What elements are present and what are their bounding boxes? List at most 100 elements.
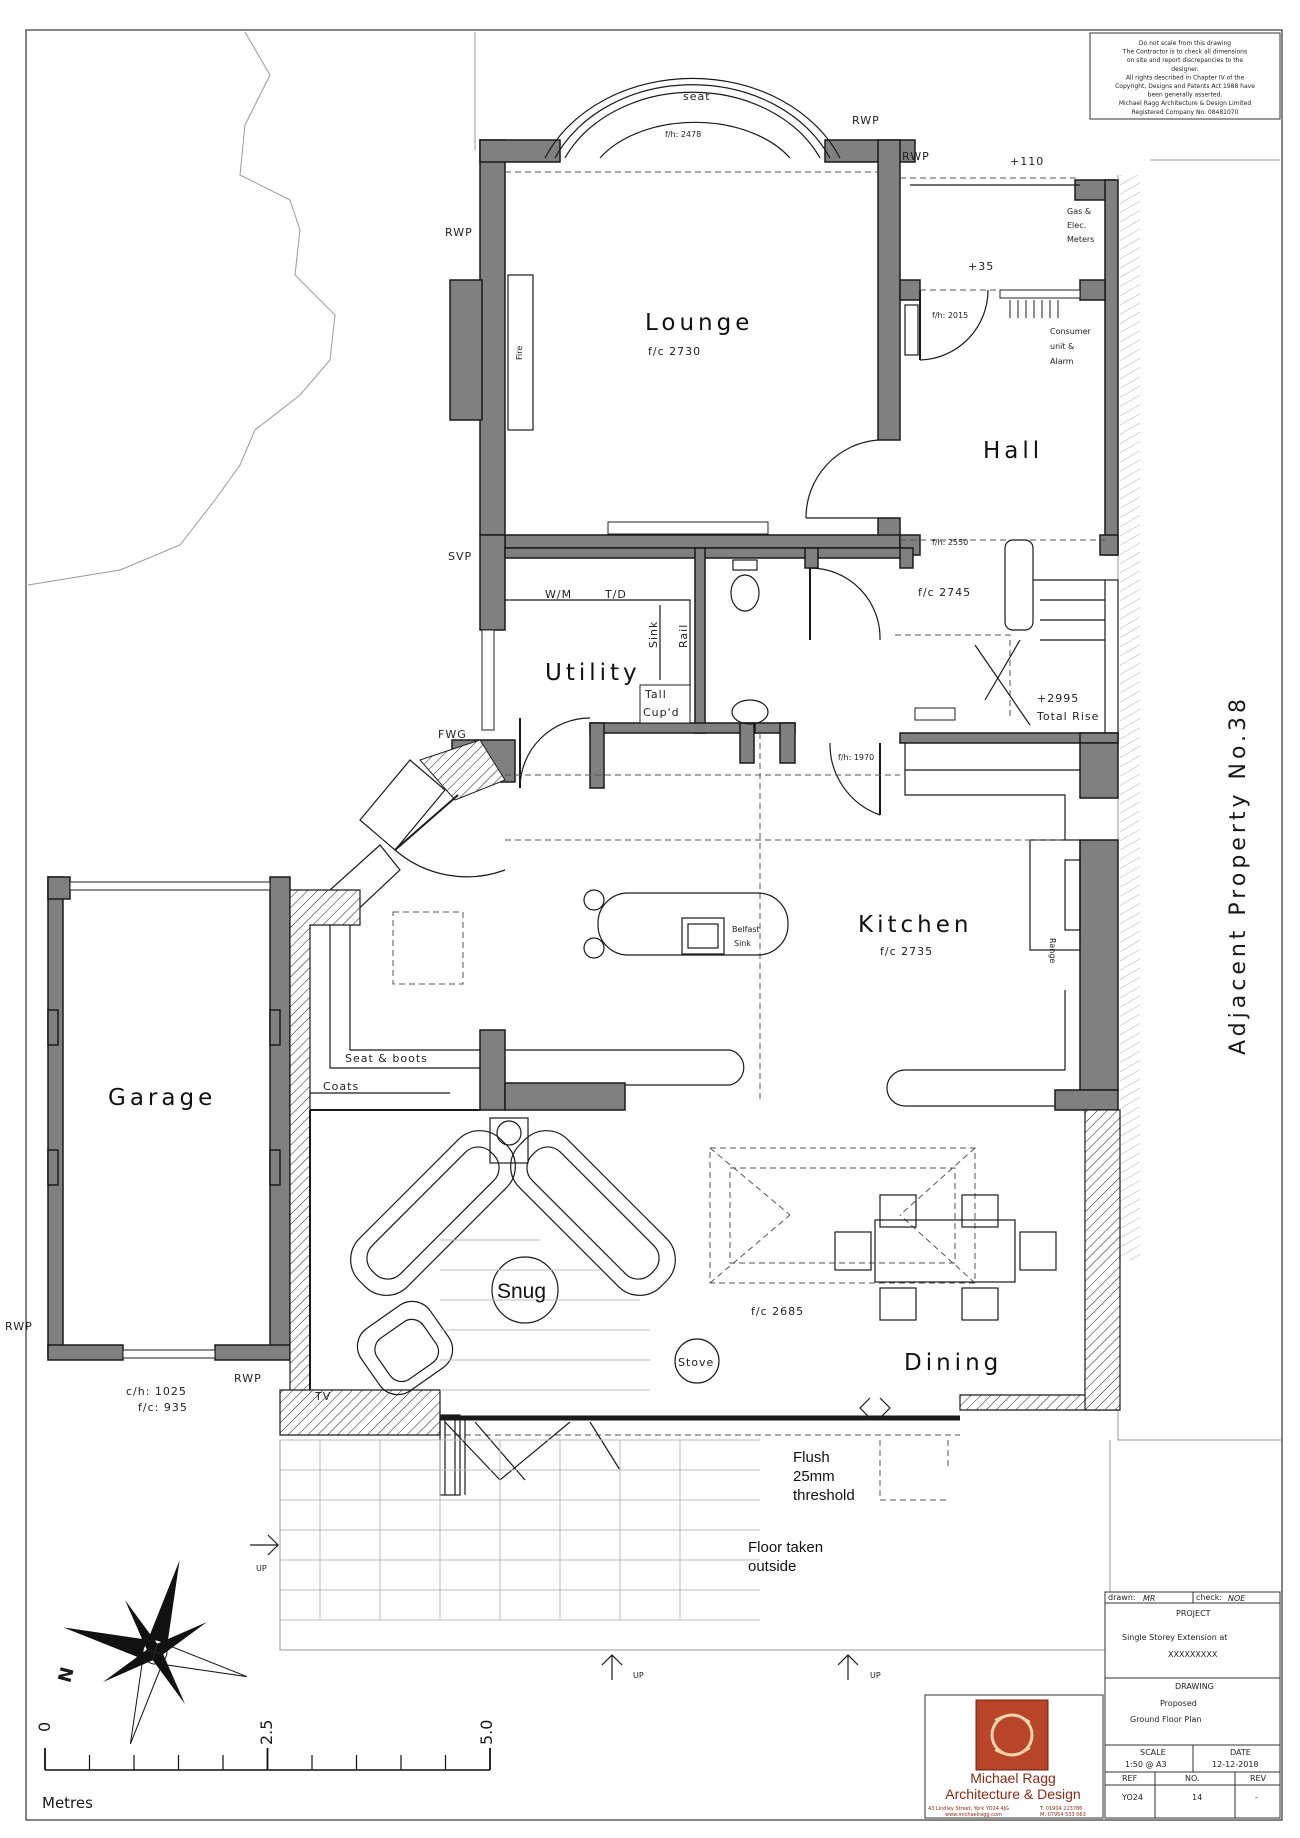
drawing-title-1: Proposed xyxy=(1160,1699,1197,1708)
no-label: NO. xyxy=(1185,1774,1200,1783)
firm-logo-icon xyxy=(975,1699,1049,1771)
garage-ch: c/h: 1025 xyxy=(126,1385,187,1398)
coats-label: Coats xyxy=(323,1080,359,1093)
td-label: T/D xyxy=(604,588,627,601)
disclaimer-line: Do not scale from this drawing xyxy=(1139,40,1231,47)
kitchen-dashed-feature xyxy=(392,911,464,985)
stove-label: Stove xyxy=(678,1356,714,1369)
scale-unit: Metres xyxy=(42,1794,93,1812)
patio-boundary xyxy=(279,1440,1111,1651)
drawing-title-2: Ground Floor Plan xyxy=(1130,1715,1201,1724)
rwp-front: RWP xyxy=(902,150,930,163)
flush-l3: threshold xyxy=(793,1487,855,1504)
seat-boots-label: Seat & boots xyxy=(345,1052,428,1065)
room-utility: Utility xyxy=(545,660,641,686)
drawing-label: DRAWING xyxy=(1175,1682,1214,1691)
snug-sofa-right xyxy=(510,1130,676,1296)
kitchen-island[interactable] xyxy=(583,889,789,959)
ref-value: YO24 xyxy=(1121,1793,1143,1802)
belfast-sink xyxy=(681,917,725,955)
firm-tel: T: 01904 223786 xyxy=(1039,1806,1082,1812)
check-label: check: xyxy=(1196,1593,1222,1602)
scale-bar: 0 2.5 5.0 Metres xyxy=(35,1720,496,1812)
stove xyxy=(674,1338,720,1384)
ref-label: REF xyxy=(1122,1774,1138,1783)
utility-worktops xyxy=(505,599,691,724)
project-label: PROJECT xyxy=(1176,1609,1211,1618)
rise-value: +2995 xyxy=(1037,692,1079,705)
rwp-left: RWP xyxy=(445,226,473,239)
scale-2-5: 2.5 xyxy=(257,1720,276,1745)
firm-address: 43 Lindley Street, York YO24 4JG xyxy=(928,1806,1009,1812)
tall-label: Tall xyxy=(644,688,667,701)
firm-name-2: Architecture & Design xyxy=(945,1786,1080,1802)
garage-walls xyxy=(47,876,291,1361)
boot-bench xyxy=(310,925,480,1094)
scale-0: 0 xyxy=(35,1722,54,1732)
adjacent-property-label: Adjacent Property No.38 xyxy=(1226,695,1251,1055)
hall-door-head: f/h: 2015 xyxy=(932,311,968,320)
fire-label: Fire xyxy=(515,346,524,360)
tv-label: TV xyxy=(314,1390,331,1403)
flush-l1: Flush xyxy=(793,1449,830,1466)
up-mid: UP xyxy=(633,1671,644,1680)
title-block xyxy=(1104,1591,1281,1819)
firm-mob: M: 07954 533 063 xyxy=(1040,1812,1086,1818)
date-label: DATE xyxy=(1230,1748,1251,1757)
central-walls xyxy=(479,534,1119,789)
bifold-doors[interactable] xyxy=(439,1397,960,1501)
scale-label: SCALE xyxy=(1140,1748,1166,1757)
hall-door-swing xyxy=(919,289,989,361)
project-address: XXXXXXXXX xyxy=(1168,1650,1218,1659)
extension-walls xyxy=(279,889,1121,1436)
date-value: 12-12-2018 xyxy=(1212,1760,1259,1769)
meters-l3: Meters xyxy=(1067,235,1094,244)
firm-name-1: Michael Ragg xyxy=(970,1770,1056,1786)
lounge-radiator xyxy=(607,521,769,535)
lounge-walls xyxy=(449,139,916,549)
angled-entrance xyxy=(329,739,506,916)
room-hall: Hall xyxy=(983,438,1043,464)
drawn-label: drawn: xyxy=(1108,1593,1136,1602)
bay-seat-label: seat xyxy=(683,90,711,103)
rev-label: REV xyxy=(1250,1774,1267,1783)
room-dining: Dining xyxy=(904,1350,1002,1376)
sink-label: Sink xyxy=(647,621,660,648)
north-arrow-icon xyxy=(63,1560,247,1744)
wc-basin xyxy=(731,699,769,725)
dining-ceiling: f/c 2685 xyxy=(751,1305,804,1318)
kitchen-door-head: f/h: 1970 xyxy=(838,753,874,762)
floor-l2: outside xyxy=(748,1558,796,1575)
bay-head: f/h: 2478 xyxy=(665,130,701,139)
disclaimer-line: The Contractor is to check all dimension… xyxy=(1122,49,1247,56)
level-110: +110 xyxy=(1010,155,1044,168)
disclaimer-line: on site and report discrepancies to the xyxy=(1127,57,1244,64)
belfast-l1: Belfast xyxy=(732,925,760,934)
roof-lantern xyxy=(709,1147,976,1284)
scale-value: 1:50 @ A3 xyxy=(1125,1760,1167,1769)
scale-5-0: 5.0 xyxy=(477,1720,496,1745)
kitchen-ceiling: f/c 2735 xyxy=(880,945,933,958)
site-boundary-outline xyxy=(27,31,336,586)
landing-ceiling: f/c 2745 xyxy=(918,586,971,599)
fwg-label: FWG xyxy=(438,728,467,741)
disclaimer-line: Copyright, Designs and Patents Act 1988 … xyxy=(1115,83,1255,90)
room-garage: Garage xyxy=(108,1085,216,1111)
room-kitchen: Kitchen xyxy=(858,912,972,938)
up-right: UP xyxy=(870,1671,881,1680)
consumer-l3: Alarm xyxy=(1050,357,1074,366)
meters-l1: Gas & xyxy=(1067,207,1091,216)
rwp-top: RWP xyxy=(852,114,880,127)
kitchen-worktops xyxy=(495,733,1081,1107)
up-left: UP xyxy=(256,1564,267,1573)
consumer-l2: unit & xyxy=(1050,342,1074,351)
bay-window xyxy=(505,77,878,173)
dining-table xyxy=(834,1194,1057,1321)
disclaimer-line: designer. xyxy=(1171,66,1199,73)
firm-web: www.michaelragg.com xyxy=(945,1812,1002,1818)
cupd-label: Cup'd xyxy=(643,706,680,719)
north-label: N xyxy=(54,1665,78,1685)
disclaimer-line: Registered Company No. 08481070 xyxy=(1132,109,1239,116)
